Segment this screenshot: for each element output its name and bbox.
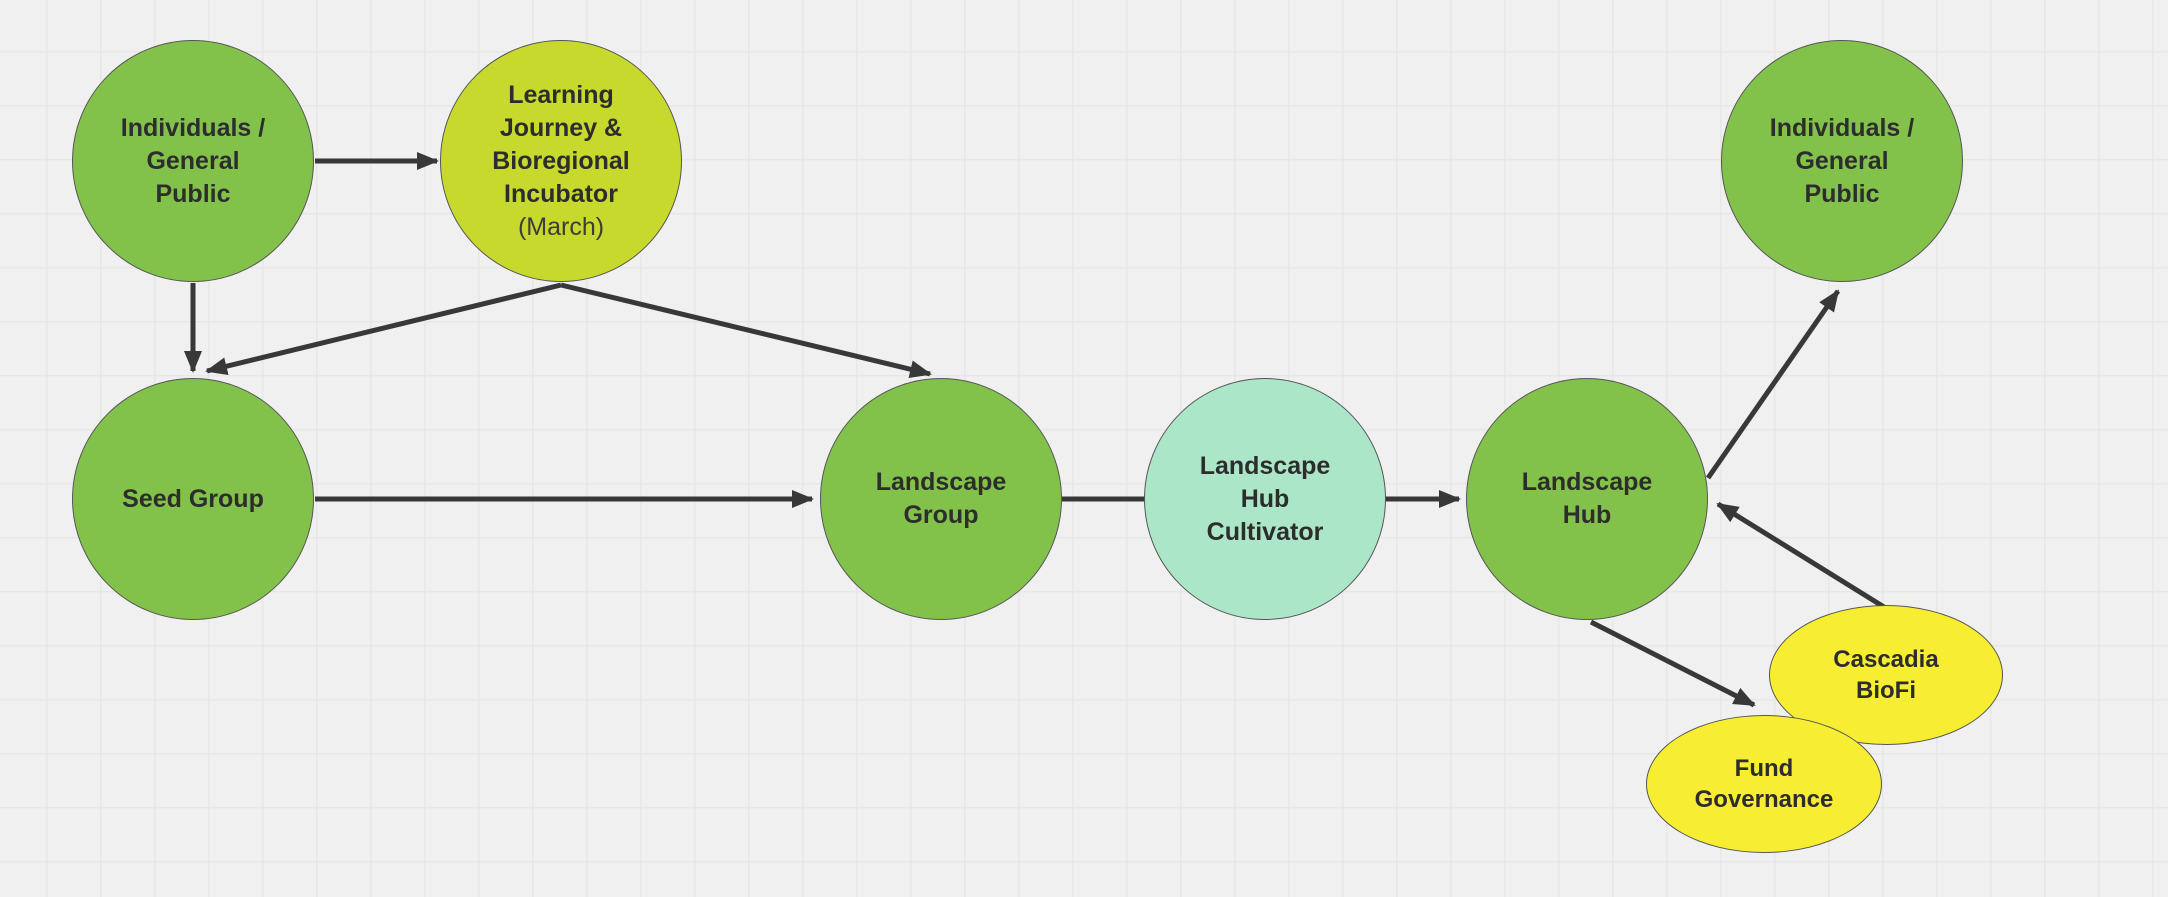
node-seed-group[interactable]: Seed Group xyxy=(72,378,314,620)
edge-learning-to-seed[interactable] xyxy=(205,282,562,376)
node-individuals-right[interactable]: Individuals / General Public xyxy=(1721,40,1963,282)
node-label-landscape-hub: Landscape Hub xyxy=(1521,468,1653,529)
edge-cascadia-biofi-to-landscape-hub[interactable] xyxy=(1716,501,1886,610)
node-hub-cultivator[interactable]: Landscape Hub Cultivator xyxy=(1144,378,1386,620)
node-label-hub-cultivator: Landscape Hub Cultivator xyxy=(1199,451,1331,546)
node-label-fund-governance: Fund Governance xyxy=(1694,754,1834,813)
node-individuals-left[interactable]: Individuals / General Public xyxy=(72,40,314,282)
node-label-seed-group: Seed Group xyxy=(122,484,264,513)
node-label-learning-journey: Learning Journey & Bioregional Incubator xyxy=(492,80,630,208)
node-label-cascadia-biofi: Cascadia BioFi xyxy=(1833,645,1939,704)
node-sublabel-learning-journey: (March) xyxy=(517,212,605,241)
node-learning-journey[interactable]: Learning Journey & Bioregional Incubator… xyxy=(440,40,682,282)
edge-learning-to-landscape-group[interactable] xyxy=(560,282,932,379)
node-landscape-hub[interactable]: Landscape Hub xyxy=(1466,378,1708,620)
node-label-landscape-group: Landscape Group xyxy=(875,468,1007,529)
node-label-individuals-right: Individuals / General Public xyxy=(1769,113,1915,208)
node-fund-governance[interactable]: Fund Governance xyxy=(1646,715,1882,853)
node-label-individuals-left: Individuals / General Public xyxy=(120,113,266,208)
edge-landscape-hub-to-fund-governance[interactable] xyxy=(1589,619,1756,708)
edge-landscape-hub-to-individuals-right[interactable] xyxy=(1705,289,1841,480)
node-landscape-group[interactable]: Landscape Group xyxy=(820,378,1062,620)
